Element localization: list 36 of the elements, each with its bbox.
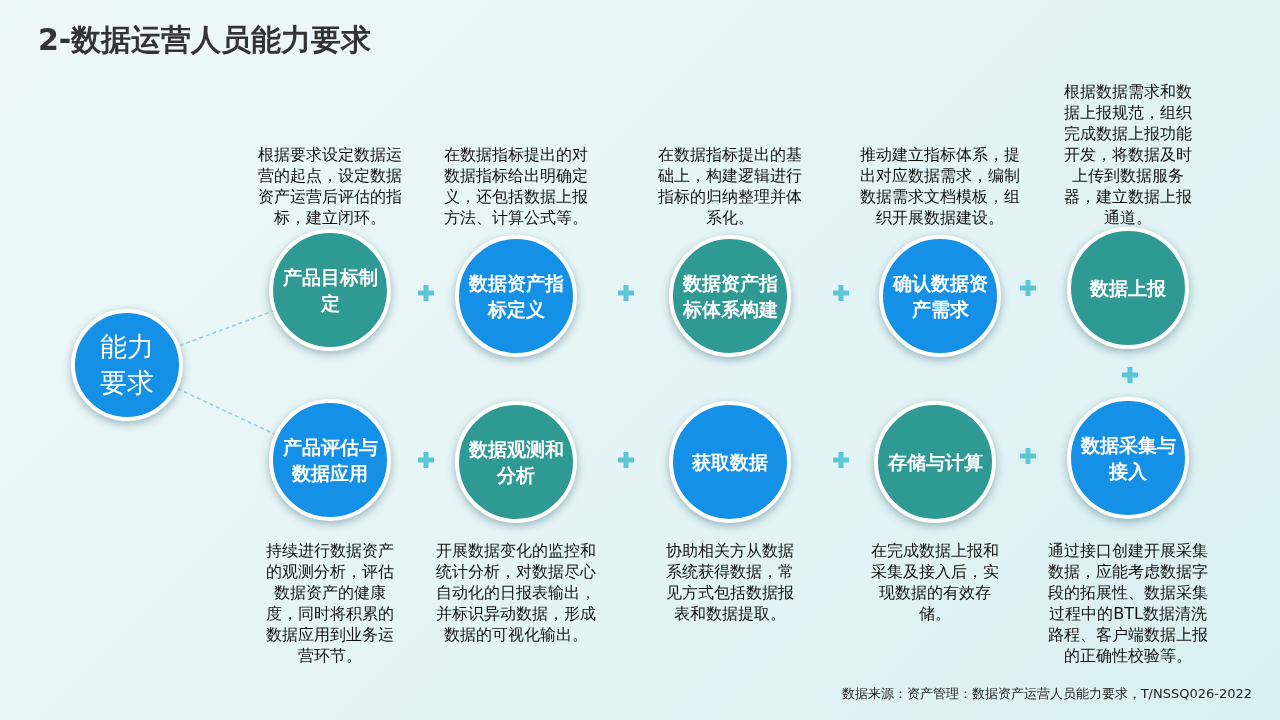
circle-label: 数据资产指标体系构建 [681,271,779,322]
process-circle [455,235,577,357]
circle-label: 存储与计算 [886,450,984,475]
process-circle [874,401,996,523]
circle-label: 确认数据资产需求 [891,271,989,322]
description-text: 根据要求设定数据运营的起点，设定数据资产运营后评估的指标，建立闭环。 [257,144,403,228]
dashed-connector [178,310,274,347]
dashed-connector [176,388,276,435]
description-text: 通过接口创建开展采集数据，应能考虑数据字段的拓展性、数据采集过程中的BTL数据清洗路程、客户端数据上报的正确性校验等。 [1047,540,1209,666]
process-circle [1067,397,1189,519]
process-circle [455,401,577,523]
description-text: 持续进行数据资产的观测分析，评估数据资产的健康度，同时将积累的数据应用到业务运营环节。 [265,540,395,666]
title: 2-数据运营人员能力要求 [38,21,372,59]
circle-label: 数据采集与接入 [1079,433,1177,484]
process-circle [71,309,183,421]
description-text: 根据数据需求和数据上报规范，组织完成数据上报功能开发，将数据及时上传到数据服务器，建立数据上报通道。 [1063,81,1193,228]
process-circle [879,235,1001,357]
circle-label: 数据资产指标定义 [467,271,565,322]
circle-label: 能力要求 [99,330,155,400]
process-circle [669,401,791,523]
circle-label: 产品评估与数据应用 [281,435,379,486]
description-text: 在数据指标提出的对数据指标给出明确定义，还包括数据上报方法、计算公式等。 [443,144,589,228]
circle-label: 数据上报 [1089,276,1167,301]
description-text: 开展数据变化的监控和统计分析，对数据尽心自动化的日报表输出，并标识异动数据，形成数据的可视化输出。 [436,540,596,645]
process-circle [1067,227,1189,349]
description-text: 推动建立指标体系，提出对应数据需求，编制数据需求文档模板，组织开展数据建设。 [860,144,1020,228]
description-text: 在数据指标提出的基础上，构建逻辑进行指标的归纳整理并体系化。 [657,144,803,228]
description-text: 协助相关方从数据系统获得数据，常见方式包括数据报表和数据提取。 [665,540,795,624]
description-text: 在完成数据上报和采集及接入后，实现数据的有效存储。 [870,540,1000,624]
circle-label: 产品目标制定 [281,265,379,316]
circle-label: 获取数据 [691,450,769,475]
process-circle [269,399,391,521]
process-circle [669,235,791,357]
process-circle [269,229,391,351]
source-note: 数据来源：资产管理：数据资产运营人员能力要求，T/NSSQ026-2022 [841,685,1252,703]
circle-label: 数据观测和分析 [467,437,565,488]
